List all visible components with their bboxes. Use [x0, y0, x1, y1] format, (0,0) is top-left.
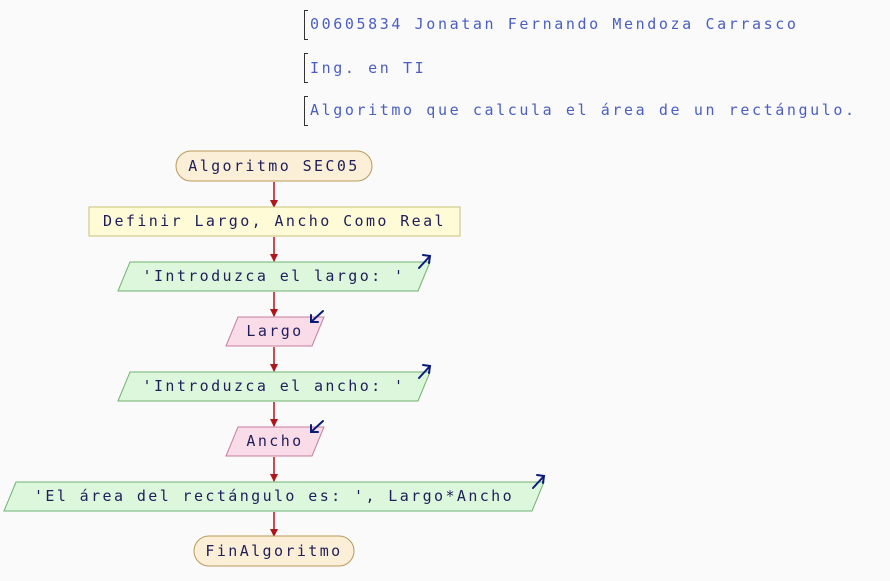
definition-label: Definir Largo, Ancho Como Real	[103, 212, 446, 230]
output-box-3[interactable]	[3, 481, 545, 512]
end-terminal[interactable]	[193, 535, 355, 567]
output-box-1[interactable]	[117, 261, 431, 292]
output-label-1: 'Introduzca el largo: '	[142, 267, 406, 285]
end-terminal-label: FinAlgoritmo	[205, 542, 343, 560]
arrow-up-right-icon	[418, 364, 432, 379]
comment-bracket	[304, 10, 308, 40]
start-terminal-label: Algoritmo SEC05	[188, 157, 360, 175]
arrow-up-right-icon	[418, 254, 432, 269]
definition-process[interactable]	[88, 206, 461, 237]
input-box-1[interactable]	[225, 316, 325, 347]
arrow-down-left-icon	[310, 310, 324, 323]
output-label-3: 'El área del rectángulo es: ', Largo*Anc…	[33, 487, 515, 505]
arrow-up-right-icon	[532, 474, 546, 489]
comment-author: 00605834 Jonatan Fernando Mendoza Carras…	[310, 15, 799, 33]
comment-bracket	[304, 96, 308, 126]
start-terminal[interactable]	[175, 150, 373, 182]
comment-bracket	[304, 53, 308, 83]
comment-description: Algoritmo que calcula el área de un rect…	[310, 101, 857, 119]
arrow-down-left-icon	[310, 420, 324, 433]
output-label-2: 'Introduzca el ancho: '	[142, 377, 406, 395]
input-label-2: Ancho	[246, 432, 304, 450]
output-box-2[interactable]	[117, 371, 431, 402]
input-label-1: Largo	[246, 322, 304, 340]
input-box-2[interactable]	[225, 426, 325, 457]
comment-degree: Ing. en TI	[310, 59, 427, 77]
